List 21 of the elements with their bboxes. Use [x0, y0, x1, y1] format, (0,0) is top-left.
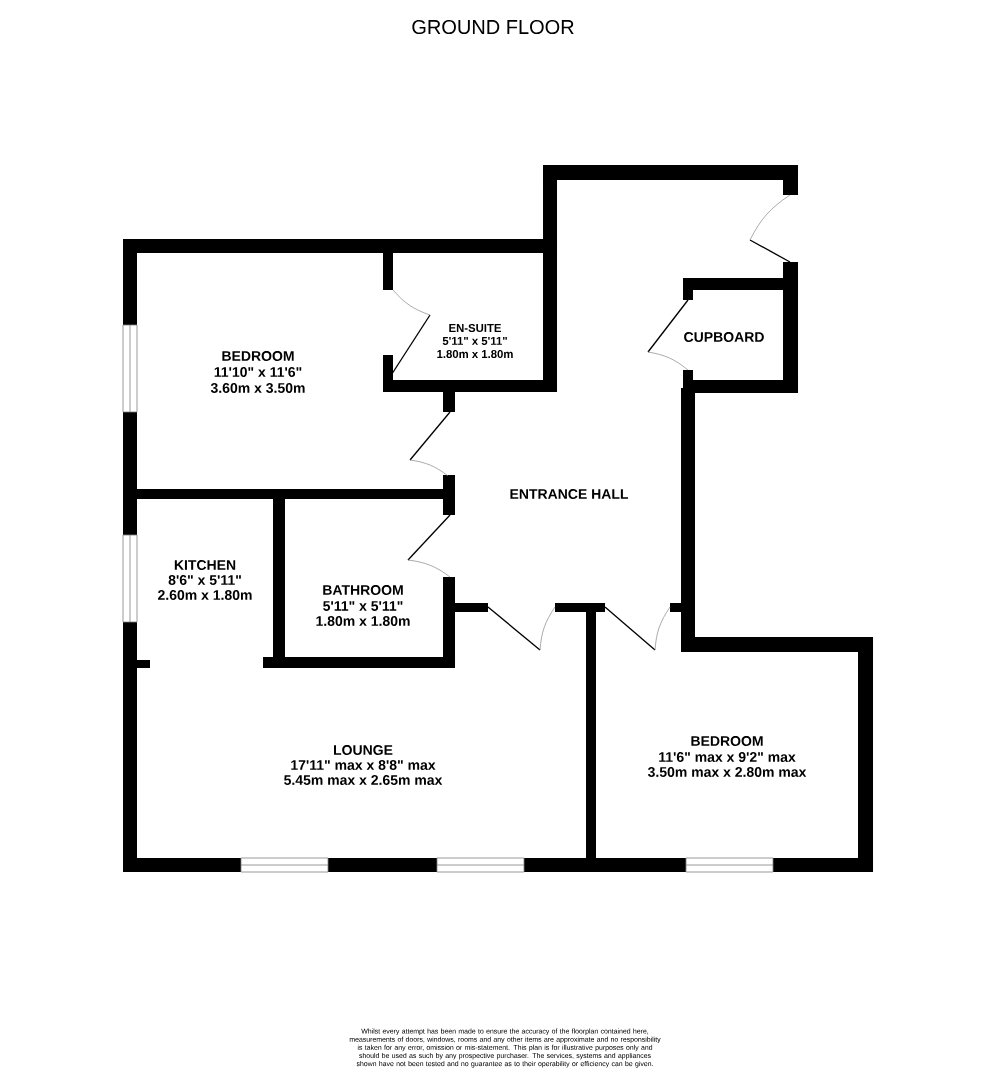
room-dimensions: 5'11" x 5'11" — [323, 601, 403, 611]
room-dimensions: 5'11" x 5'11" — [442, 337, 507, 345]
room-dimensions: 3.60m x 3.50m — [210, 383, 305, 393]
room-name: ENTRANCE HALL — [510, 489, 629, 499]
room-name: KITCHEN — [174, 560, 236, 570]
room-name: CUPBOARD — [684, 332, 764, 342]
room-dimensions: 2.60m x 1.80m — [158, 590, 252, 600]
room-dimensions: 3.50m max x 2.80m max — [647, 767, 807, 777]
room-dimensions: 5.45m max x 2.65m max — [284, 775, 443, 785]
room-dimensions: 1.80m x 1.80m — [316, 616, 410, 626]
room-dimensions: 11'6" max x 9'2" max — [659, 752, 796, 762]
room-dimensions: 1.80m x 1.80m — [437, 350, 513, 358]
room-name: BATHROOM — [323, 585, 403, 595]
room-name: BEDROOM — [222, 351, 294, 361]
room-name: LOUNGE — [334, 745, 393, 755]
room-name: EN-SUITE — [449, 324, 501, 332]
title: GROUND FLOOR — [412, 19, 574, 35]
room-dimensions: 8'6" x 5'11" — [168, 575, 241, 585]
room-dimensions: 17'11" max x 8'8" max — [291, 760, 436, 770]
room-name: BEDROOM — [691, 736, 763, 746]
room-dimensions: 11'10" x 11'6" — [214, 367, 302, 377]
